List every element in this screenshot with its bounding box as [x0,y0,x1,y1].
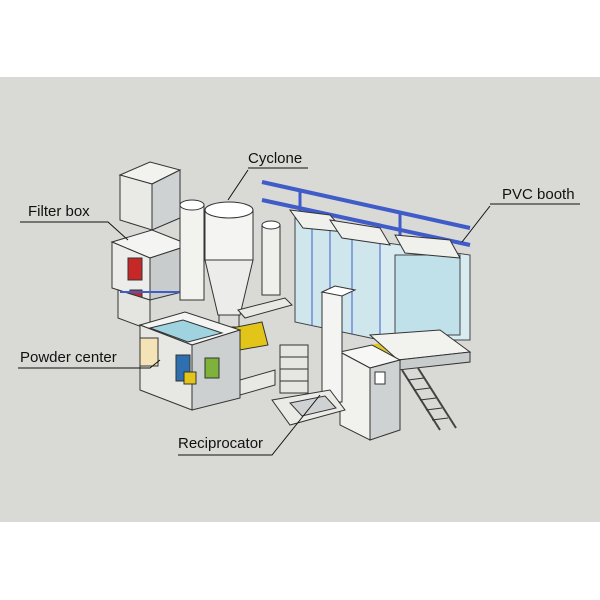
pvc-booth [261,180,471,341]
label-filter-box: Filter box [28,203,90,220]
label-cyclone: Cyclone [248,150,302,167]
leader-lines [18,167,580,456]
control-cabinet [338,344,402,441]
label-reciprocator: Reciprocator [178,435,263,452]
ducting [237,297,293,396]
reciprocator-unit [271,285,357,426]
cyclone-unit [179,199,281,353]
label-powder-center: Powder center [20,349,117,366]
leader-line-powder-center [18,359,161,369]
leader-line-reciprocator [178,394,321,456]
leader-line-pvc-booth-pointer [461,205,491,243]
filter-box-door-upper [127,257,143,281]
leader-line-cyclone-pointer [227,169,249,201]
powder-center-unit [138,311,242,411]
leader-line-filter-box [20,221,129,241]
label-pvc-booth: PVC booth [502,186,575,203]
